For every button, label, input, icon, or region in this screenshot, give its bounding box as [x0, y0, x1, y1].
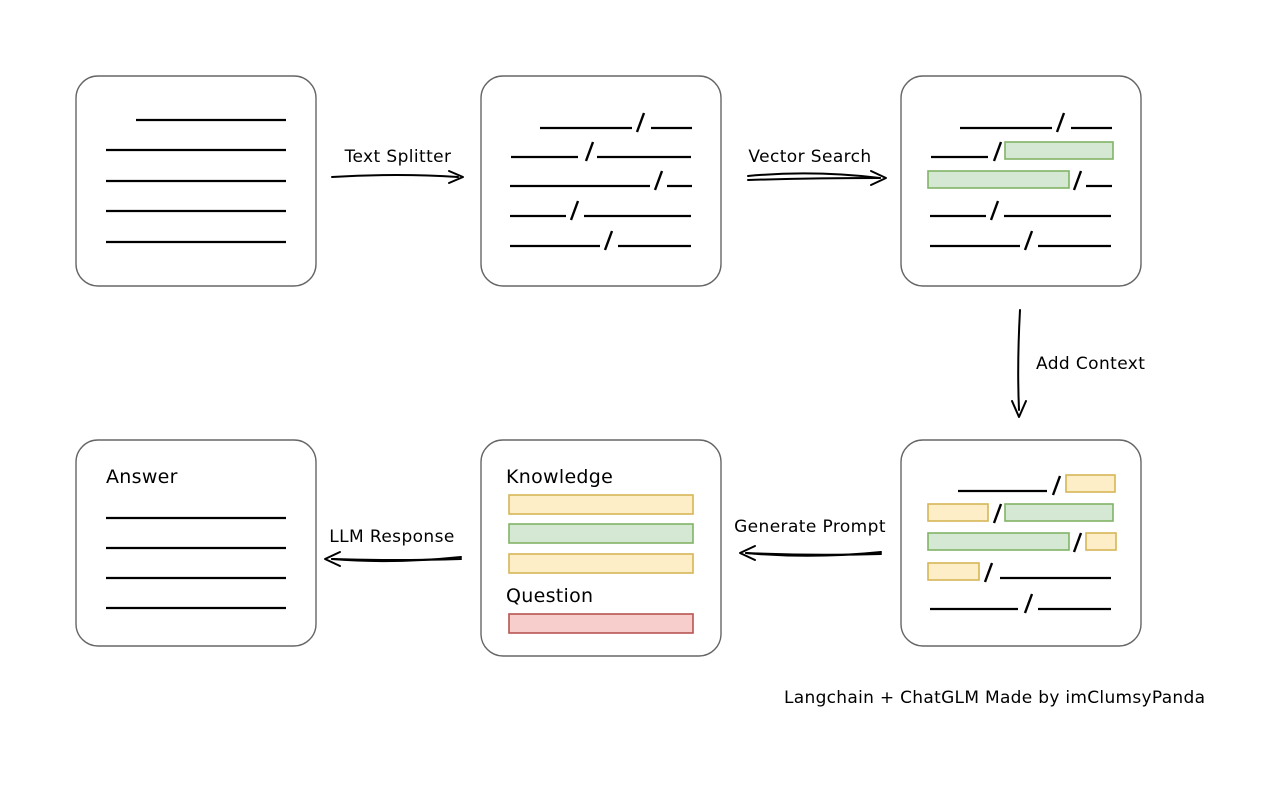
arrow-shaft — [747, 172, 881, 179]
chunk-separator-slash — [992, 141, 1003, 162]
node-answer[interactable]: Answer — [75, 439, 317, 647]
edge-label-llm-response: LLM Response — [329, 527, 454, 547]
arrow-shaft-secondary — [747, 177, 881, 181]
chunk-separator-slash — [989, 200, 1000, 221]
chunk-separator-slash — [584, 141, 595, 162]
chunk-separator-slash — [983, 562, 994, 583]
chunk-separator-slash — [1072, 532, 1083, 553]
arrow-head-icon — [870, 170, 887, 186]
arrow-head-icon — [739, 545, 756, 561]
edge-llm-response: LLM Response — [324, 527, 462, 567]
highlight-green — [1004, 141, 1114, 160]
knowledge-bar-yellow — [508, 553, 694, 574]
answer-heading: Answer — [106, 466, 178, 488]
highlight-green — [1004, 503, 1114, 522]
arrow-head-icon — [1011, 400, 1027, 418]
chunk-separator-slash — [992, 503, 1003, 524]
edge-label-add-context: Add Context — [1036, 354, 1145, 374]
arrow-shaft-secondary — [745, 552, 882, 556]
highlight-yellow — [927, 503, 989, 522]
node-vector-matches[interactable] — [900, 75, 1142, 287]
arrow-shaft-secondary — [331, 558, 462, 561]
prompt-section-heading-knowledge: Knowledge — [506, 466, 613, 488]
edge-label-text-splitter: Text Splitter — [344, 147, 452, 167]
highlight-green — [927, 170, 1070, 189]
arrow-head-icon — [324, 551, 341, 567]
edge-text-splitter: Text Splitter — [331, 147, 464, 184]
knowledge-bar-green — [508, 523, 694, 544]
arrow-shaft — [1017, 309, 1021, 411]
chunk-separator-slash — [653, 170, 664, 191]
prompt-box[interactable] — [480, 439, 722, 657]
node-source-document[interactable] — [75, 75, 317, 287]
edge-label-generate-prompt: Generate Prompt — [734, 517, 886, 537]
chunk-separator-slash — [1072, 170, 1083, 191]
chunk-separator-slash — [1023, 230, 1034, 251]
answer-box[interactable] — [75, 439, 317, 647]
chunk-separator-slash — [1055, 112, 1066, 133]
edge-label-vector-search: Vector Search — [748, 147, 871, 167]
arrow-shaft — [331, 174, 459, 178]
edge-generate-prompt: Generate Prompt — [734, 517, 886, 561]
knowledge-bar-yellow — [508, 494, 694, 515]
highlight-yellow — [927, 562, 980, 581]
node-prompt[interactable]: Knowledge Question — [480, 439, 722, 657]
chunk-separator-slash — [603, 230, 614, 251]
edge-add-context: Add Context — [1011, 309, 1145, 418]
question-bar-red — [508, 613, 694, 634]
highlight-yellow — [1065, 474, 1116, 493]
node-context-added[interactable] — [900, 439, 1142, 647]
chunk-separator-slash — [1023, 593, 1034, 614]
highlight-green — [927, 532, 1070, 551]
node-split-chunks[interactable] — [480, 75, 722, 287]
split-chunks-box[interactable] — [480, 75, 722, 287]
chunk-separator-slash — [1051, 475, 1062, 496]
edge-vector-search: Vector Search — [747, 147, 887, 186]
arrow-head-icon — [448, 170, 464, 184]
prompt-section-heading-question: Question — [506, 585, 593, 607]
chunk-separator-slash — [635, 112, 646, 133]
highlight-yellow — [1085, 532, 1117, 551]
chunk-separator-slash — [569, 200, 580, 221]
footer-credit: Langchain + ChatGLM Made by imClumsyPand… — [784, 688, 1205, 708]
